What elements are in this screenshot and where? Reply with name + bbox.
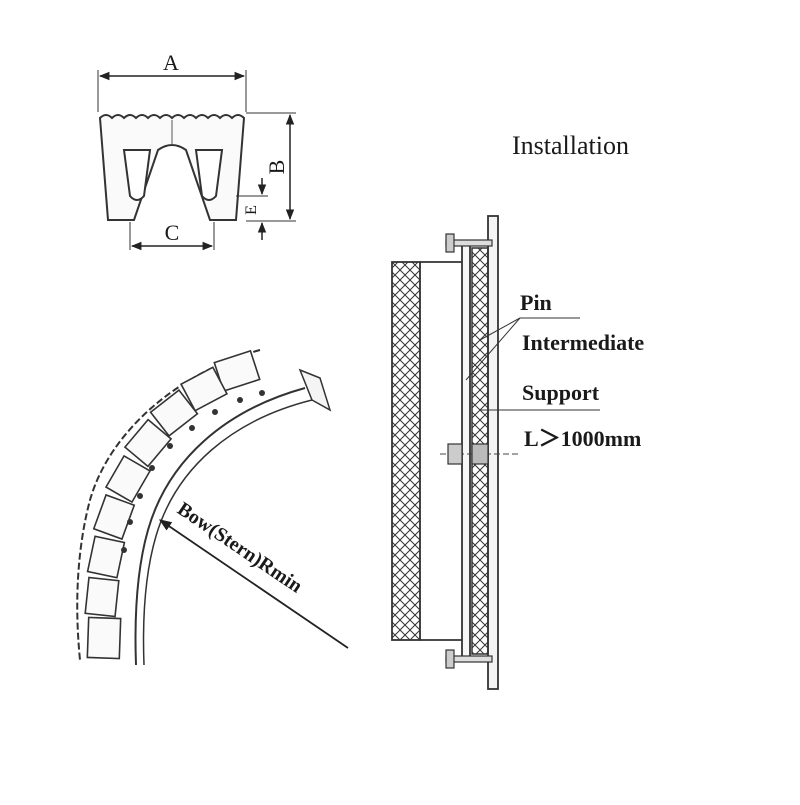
radius-arrow [158, 519, 349, 649]
fender-right-cavity [194, 149, 224, 201]
fender-segment [179, 366, 229, 412]
intermediate-label: Intermediate [522, 330, 644, 355]
fender-left-cavity [122, 149, 152, 201]
dimension-a: A [97, 50, 247, 112]
hull-plate [487, 215, 499, 690]
pin-leader [479, 317, 521, 341]
fender-block [391, 261, 421, 641]
installation-section [391, 215, 600, 690]
hull-arc [134, 387, 306, 666]
support-label: Support [522, 380, 600, 405]
middle-pin [447, 443, 463, 465]
length-label: L＞1000mm [524, 426, 641, 451]
fender-segment [123, 418, 173, 468]
fender-profile [98, 114, 246, 221]
dimension-e-label: E [243, 205, 260, 215]
intermediate-plate [461, 243, 471, 659]
radius-label: Bow(Stern)Rmin [173, 498, 306, 598]
fender-segment [86, 535, 126, 579]
dimension-e: E [236, 178, 268, 240]
fender-segment [104, 454, 152, 504]
fender-segment [84, 576, 120, 618]
dimension-a-label: A [163, 50, 179, 75]
fender-segment [213, 349, 261, 393]
dimension-b: B [246, 112, 296, 222]
pin-label: Pin [520, 290, 552, 315]
installation-title: Installation [512, 131, 629, 160]
dimension-c: C [129, 220, 215, 251]
fender-segment [86, 616, 122, 660]
dimension-b-label: B [264, 160, 289, 175]
dimension-c-label: C [165, 220, 180, 245]
curved-fender-arc [76, 349, 349, 666]
fender-segment [92, 493, 136, 541]
fender-segment [149, 388, 199, 438]
